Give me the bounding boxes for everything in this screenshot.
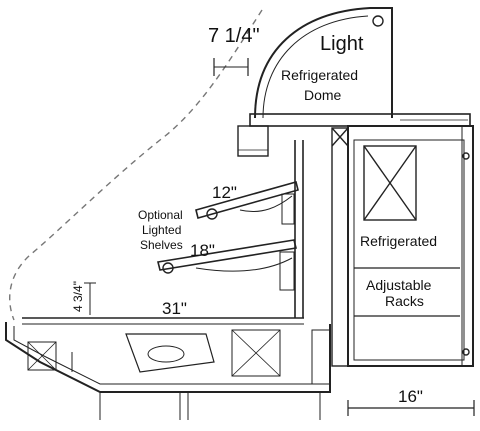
label-rise: 4 3/4": [71, 281, 85, 312]
label-dome-line1: Refrigerated: [281, 67, 358, 83]
dome-hinge-block: [237, 125, 269, 157]
refrigerated-dome: [254, 7, 393, 119]
lower-shelf: [157, 239, 297, 271]
lower-shelf-bracket: [195, 257, 293, 272]
glass-front-outline: [9, 9, 263, 321]
lower-shelf-light: [162, 262, 174, 274]
caster-top: [462, 152, 470, 160]
dome-inner-arc: [262, 15, 369, 119]
front-base: [5, 322, 331, 393]
label-shelf-upper-depth: 12": [212, 183, 237, 202]
label-rear-depth: 16": [398, 387, 423, 406]
upper-shelf-light: [206, 208, 218, 220]
label-optional-line2: Lighted: [142, 223, 181, 237]
kickplate: [311, 329, 331, 385]
label-racks-line1: Adjustable: [366, 277, 432, 293]
compressor: [125, 333, 215, 373]
rear-cabinet-inner: [353, 139, 465, 361]
label-refrigerated: Refrigerated: [360, 233, 437, 249]
label-dome-line2: Dome: [304, 87, 342, 103]
label-racks-line2: Racks: [385, 293, 424, 309]
cabinet-front-column: [331, 127, 349, 367]
dome-light-fixture: [372, 15, 384, 27]
label-shelf-lower-depth: 18": [190, 241, 215, 260]
evaporator-box: [363, 145, 417, 221]
base-access-box-right: [231, 329, 281, 377]
upper-shelf: [195, 181, 299, 219]
label-light: Light: [320, 33, 364, 55]
base-access-box-left: [27, 341, 57, 371]
upper-shelf-bracket: [239, 195, 293, 212]
caster-bottom: [462, 348, 470, 356]
label-base-depth: 31": [162, 299, 187, 318]
label-optional-line1: Optional: [138, 208, 183, 222]
label-optional-line3: Shelves: [140, 238, 183, 252]
label-dome-offset: 7 1/4": [208, 25, 260, 47]
